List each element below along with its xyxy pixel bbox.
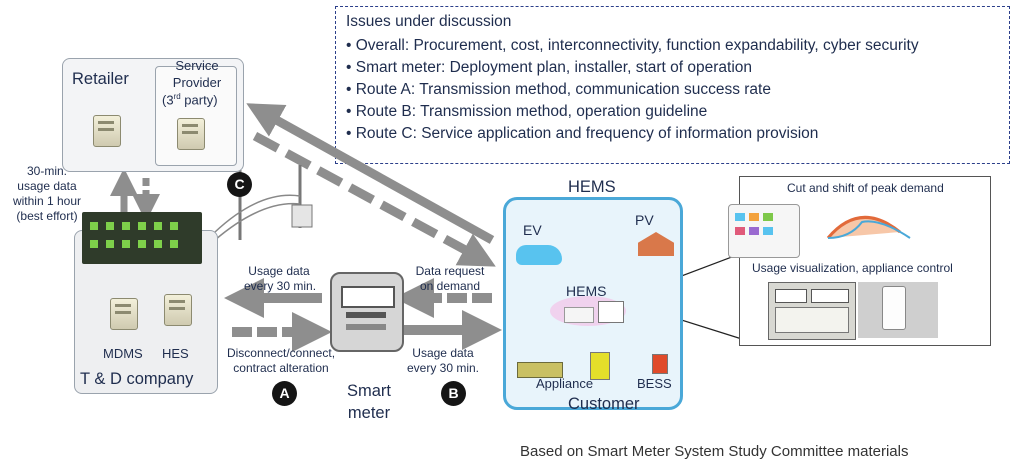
monitor-screen-icon	[768, 282, 856, 340]
tablet-screen-icon	[728, 204, 800, 258]
source-note: Based on Smart Meter System Study Commit…	[520, 443, 909, 460]
appliance-label: Appliance	[536, 376, 594, 391]
service-provider-line1: Service	[175, 58, 219, 73]
route-c-arrow-to-provider	[246, 103, 495, 244]
td-company-label: T & D company	[80, 370, 194, 388]
route-a-badge: A	[272, 381, 297, 406]
service-provider-line2: Provider	[172, 75, 222, 90]
retailer-server-icon	[93, 115, 121, 147]
provider-server-icon	[177, 118, 205, 150]
mdms-server-icon	[110, 298, 138, 330]
service-provider-line3: (3rd party)	[162, 92, 218, 108]
route-b-badge: B	[441, 381, 466, 406]
building-icon	[82, 212, 202, 264]
issue-item: • Route A: Transmission method, communic…	[346, 81, 771, 98]
customer-label: Customer	[568, 395, 640, 413]
issue-item: • Route C: Service application and frequ…	[346, 125, 819, 142]
appliance-icon	[517, 362, 563, 378]
issue-item: • Smart meter: Deployment plan, installe…	[346, 59, 753, 76]
hems-center-label: HEMS	[566, 283, 607, 299]
retailer-label: Retailer	[72, 70, 129, 88]
ev-car-icon	[516, 245, 562, 265]
issues-panel: Issues under discussion • Overall: Procu…	[335, 6, 1010, 164]
route-c-badge: C	[227, 172, 252, 197]
meter-device-icon	[590, 352, 610, 380]
pv-label: PV	[635, 212, 654, 228]
smart-meter-icon	[330, 272, 404, 352]
hems-controller-icon	[564, 307, 594, 323]
hems-title: HEMS	[568, 178, 616, 196]
peak-shift-chart-icon	[810, 198, 920, 250]
hes-server-icon	[164, 294, 192, 326]
issue-item: • Route B: Transmission method, operatio…	[346, 103, 708, 120]
peak-demand-label: Cut and shift of peak demand	[787, 181, 944, 195]
hes-label: HES	[162, 346, 189, 361]
left-note: 30-min. usage data within 1 hour (best e…	[12, 164, 82, 223]
issues-heading: Issues under discussion	[346, 13, 512, 30]
bess-icon	[652, 354, 668, 374]
usage-visualization-label: Usage visualization, appliance control	[752, 261, 953, 275]
hems-monitor-icon	[598, 301, 624, 323]
smartphone-photo-icon	[858, 282, 938, 338]
route-a-bottom-label: Disconnect/connect,contract alteration	[226, 346, 336, 375]
route-c-arrow-to-hems	[252, 132, 496, 267]
issue-item: • Overall: Procurement, cost, interconne…	[346, 37, 919, 54]
mdms-label: MDMS	[103, 346, 143, 361]
bess-label: BESS	[637, 376, 672, 391]
ev-label: EV	[523, 222, 542, 238]
